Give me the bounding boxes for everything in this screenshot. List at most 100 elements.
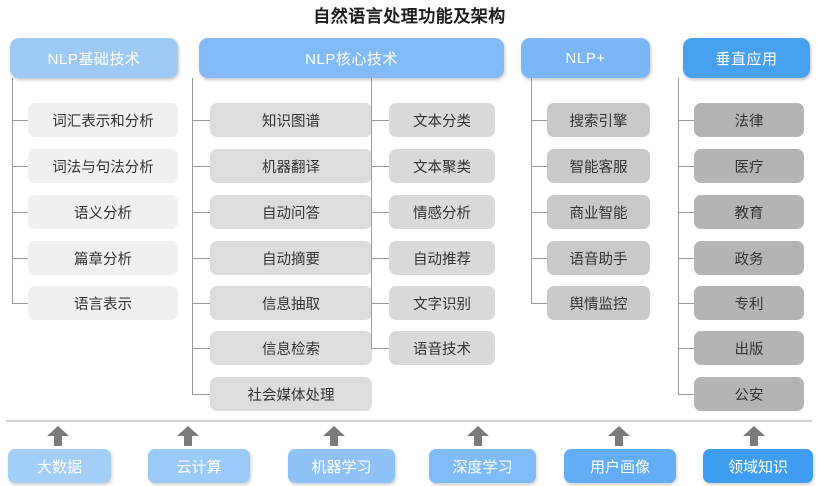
- node-label: 文字识别: [413, 296, 471, 313]
- spine-col-2: [192, 78, 193, 394]
- node-label: 医疗: [734, 159, 764, 176]
- node-col2-item1[interactable]: 机器翻译: [210, 149, 372, 183]
- elbow-1-0: [12, 120, 28, 121]
- elbow-2-4: [192, 303, 210, 304]
- node-col5-item4[interactable]: 专利: [694, 286, 804, 320]
- node-col1-item1[interactable]: 词法与句法分析: [28, 149, 178, 183]
- node-col2-item5[interactable]: 信息检索: [210, 331, 372, 365]
- foundation-user-profile[interactable]: 用户画像: [564, 449, 676, 483]
- foundation-machine-learning[interactable]: 机器学习: [288, 449, 395, 483]
- node-label: 信息抽取: [262, 296, 320, 313]
- node-col1-item3[interactable]: 篇章分析: [28, 241, 178, 275]
- header-vertical-apps[interactable]: 垂直应用: [683, 38, 810, 78]
- spine-col-5: [678, 78, 679, 394]
- foundation-deep-learning[interactable]: 深度学习: [429, 449, 536, 483]
- elbow-5-5: [678, 348, 694, 349]
- arrow-up-icon-5: [743, 426, 765, 446]
- foundation-divider: [6, 420, 812, 422]
- spine-col-4: [531, 78, 532, 303]
- node-col4-item3[interactable]: 语音助手: [547, 241, 650, 275]
- node-col1-item2[interactable]: 语义分析: [28, 195, 178, 229]
- arrow-up-icon-1: [177, 426, 199, 446]
- elbow-2-2: [192, 212, 210, 213]
- foundation-label: 深度学习: [452, 458, 513, 476]
- header-label: NLP核心技术: [305, 50, 398, 68]
- node-label: 自动推荐: [413, 251, 471, 268]
- node-col3-item5[interactable]: 语音技术: [389, 331, 495, 365]
- node-label: 语言表示: [74, 296, 132, 313]
- foundation-label: 用户画像: [589, 458, 650, 476]
- node-col3-item1[interactable]: 文本聚类: [389, 149, 495, 183]
- elbow-3-0: [371, 120, 389, 121]
- node-col4-item1[interactable]: 智能客服: [547, 149, 650, 183]
- node-col5-item1[interactable]: 医疗: [694, 149, 804, 183]
- header-label: NLP+: [565, 49, 606, 67]
- node-col2-item6[interactable]: 社会媒体处理: [210, 377, 372, 411]
- foundation-label: 云计算: [176, 458, 222, 476]
- elbow-4-4: [531, 303, 547, 304]
- node-col3-item0[interactable]: 文本分类: [389, 103, 495, 137]
- node-col2-item2[interactable]: 自动问答: [210, 195, 372, 229]
- foundation-cloud-computing[interactable]: 云计算: [148, 449, 250, 483]
- foundation-label: 机器学习: [311, 458, 372, 476]
- node-label: 政务: [734, 251, 764, 268]
- elbow-1-3: [12, 258, 28, 259]
- node-col3-item2[interactable]: 情感分析: [389, 195, 495, 229]
- elbow-1-2: [12, 212, 28, 213]
- node-label: 公安: [734, 387, 764, 404]
- foundation-label: 领域知识: [727, 458, 788, 476]
- node-col2-item4[interactable]: 信息抽取: [210, 286, 372, 320]
- node-label: 篇章分析: [74, 251, 132, 268]
- node-label: 智能客服: [569, 159, 628, 176]
- page-title: 自然语言处理功能及架构: [313, 7, 506, 26]
- node-label: 语音助手: [569, 251, 628, 268]
- node-col5-item0[interactable]: 法律: [694, 103, 804, 137]
- foundation-domain-knowledge[interactable]: 领域知识: [703, 449, 813, 483]
- node-col3-item3[interactable]: 自动推荐: [389, 241, 495, 275]
- arrow-up-icon-0: [47, 426, 69, 446]
- node-col5-item2[interactable]: 教育: [694, 195, 804, 229]
- node-col5-item6[interactable]: 公安: [694, 377, 804, 411]
- elbow-1-1: [12, 166, 28, 167]
- elbow-3-3: [371, 258, 389, 259]
- node-label: 信息检索: [262, 341, 320, 358]
- elbow-5-2: [678, 212, 694, 213]
- node-col3-item4[interactable]: 文字识别: [389, 286, 495, 320]
- node-col1-item4[interactable]: 语言表示: [28, 286, 178, 320]
- elbow-3-2: [371, 212, 389, 213]
- node-col1-item0[interactable]: 词汇表示和分析: [28, 103, 178, 137]
- spine-col-1: [12, 78, 13, 303]
- elbow-5-3: [678, 258, 694, 259]
- node-label: 商业智能: [569, 205, 628, 222]
- elbow-4-2: [531, 212, 547, 213]
- node-label: 法律: [734, 113, 764, 130]
- node-col2-item3[interactable]: 自动摘要: [210, 241, 372, 275]
- node-col5-item3[interactable]: 政务: [694, 241, 804, 275]
- node-col4-item2[interactable]: 商业智能: [547, 195, 650, 229]
- foundation-label: 大数据: [36, 458, 82, 476]
- header-label: NLP基础技术: [47, 50, 141, 68]
- header-label: 垂直应用: [715, 50, 778, 68]
- foundation-big-data[interactable]: 大数据: [8, 449, 111, 483]
- node-label: 文本聚类: [413, 159, 471, 176]
- elbow-3-5: [371, 348, 389, 349]
- elbow-5-1: [678, 166, 694, 167]
- node-label: 自动问答: [262, 205, 320, 222]
- elbow-3-4: [371, 303, 389, 304]
- elbow-4-3: [531, 258, 547, 259]
- node-col4-item0[interactable]: 搜索引擎: [547, 103, 650, 137]
- elbow-5-6: [678, 394, 694, 395]
- node-label: 出版: [734, 341, 764, 358]
- elbow-2-1: [192, 166, 210, 167]
- elbow-2-6: [192, 394, 210, 395]
- header-nlp-basic[interactable]: NLP基础技术: [10, 38, 178, 78]
- arrow-up-icon-3: [467, 426, 489, 446]
- node-col5-item5[interactable]: 出版: [694, 331, 804, 365]
- header-nlp-core[interactable]: NLP核心技术: [199, 38, 504, 78]
- header-nlp-plus[interactable]: NLP+: [521, 38, 650, 78]
- node-label: 文本分类: [413, 113, 471, 130]
- node-col4-item4[interactable]: 舆情监控: [547, 286, 650, 320]
- node-col2-item0[interactable]: 知识图谱: [210, 103, 372, 137]
- node-label: 语音技术: [413, 341, 471, 358]
